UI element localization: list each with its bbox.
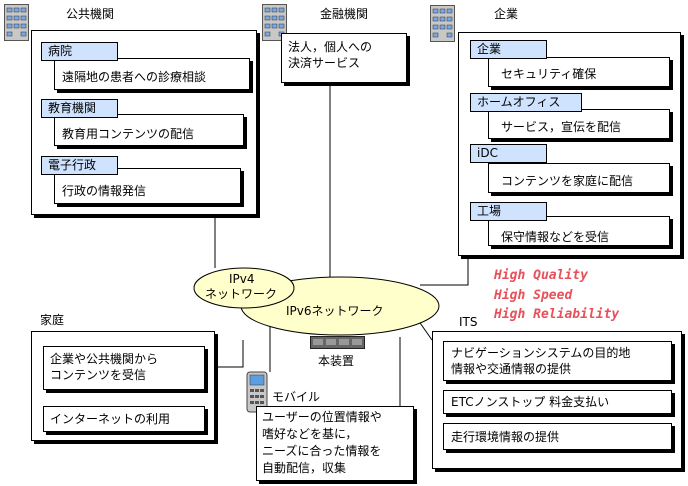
its-title: ITS (459, 315, 478, 329)
mobile-phone-icon (246, 371, 268, 413)
finance-text-line-1: 法人，個人への (288, 40, 373, 54)
its-item-navigation-text: ナビゲーションシステムの目的地 情報や交通情報の提供 (451, 346, 631, 376)
home-title: 家庭 (40, 313, 65, 327)
enterprise-title: 企業 (494, 7, 519, 21)
slogan-speed: High Speed (494, 288, 573, 303)
public-item-egov-text: 行政の情報発信 (62, 184, 147, 198)
public-item-hospital-tag: 病院 (41, 42, 118, 61)
building-icon-public (4, 4, 29, 41)
its-item-etc-text: ETCノンストップ 料金支払い (451, 395, 610, 409)
its-item-etc (443, 390, 672, 414)
finance-title: 金融機関 (320, 7, 369, 21)
enterprise-item-idc-tag: iDC (470, 144, 547, 163)
its-item-navigation (443, 341, 672, 381)
enterprise-item-company-text: セキュリティ確保 (501, 67, 597, 81)
enterprise-item-factory-box (488, 216, 670, 246)
device-icon (310, 336, 365, 349)
mobile-text-line-4: 自動配信，収集 (262, 461, 347, 475)
ipv6-label: IPv6ネットワーク (286, 304, 384, 318)
building-icon-enterprise (430, 5, 455, 42)
ipv4-network-ellipse (193, 267, 295, 309)
home-item-content-text: 企業や公共機関から コンテンツを受信 (50, 352, 159, 382)
mobile-text-line-2: 嗜好などを基に， (262, 427, 358, 441)
enterprise-item-homeoffice-text: サービス，宣伝を配信 (501, 120, 622, 134)
enterprise-item-idc-box (488, 163, 670, 193)
mobile-title: モバイル (272, 390, 321, 404)
public-item-hospital-box (54, 58, 250, 90)
enterprise-item-idc-text: コンテンツを家庭に配信 (501, 174, 634, 188)
its-item-driving-text: 走行環境情報の提供 (451, 430, 560, 444)
public-item-egov-tag: 電子行政 (41, 156, 118, 175)
finance-text-line-2: 決済サービス (288, 56, 361, 70)
enterprise-item-company-box (488, 57, 670, 87)
enterprise-item-homeoffice-tag: ホームオフィス (470, 93, 582, 112)
public-item-hospital-text: 遠隔地の患者への診療相談 (62, 70, 207, 84)
enterprise-item-company-tag: 企業 (470, 40, 547, 59)
public-item-education-text: 教育用コンテンツの配信 (62, 127, 195, 141)
home-item-internet (43, 406, 205, 432)
mobile-text-line-3: ニーズに合った情報を (262, 444, 382, 458)
public-item-education-box (54, 114, 244, 146)
home-item-internet-text: インターネットの利用 (50, 412, 171, 426)
ipv4-label-line-2: ネットワーク (205, 287, 278, 301)
enterprise-item-homeoffice-box (488, 109, 670, 139)
finance-panel (281, 33, 407, 83)
ipv4-label-line-1: IPv4 (229, 272, 255, 286)
slogan-reliability: High Reliability (494, 307, 620, 322)
enterprise-item-factory-text: 保守情報などを受信 (501, 230, 610, 244)
home-item-content (43, 346, 205, 390)
enterprise-item-factory-tag: 工場 (470, 202, 547, 221)
public-item-education-tag: 教育機関 (41, 99, 118, 118)
mobile-panel (256, 406, 414, 481)
slogan-quality: High Quality (494, 268, 588, 283)
device-label: 本装置 (318, 354, 355, 368)
mobile-text-line-1: ユーザーの位置情報や (262, 410, 382, 424)
public-title: 公共機関 (66, 7, 115, 21)
its-item-driving (443, 423, 672, 450)
